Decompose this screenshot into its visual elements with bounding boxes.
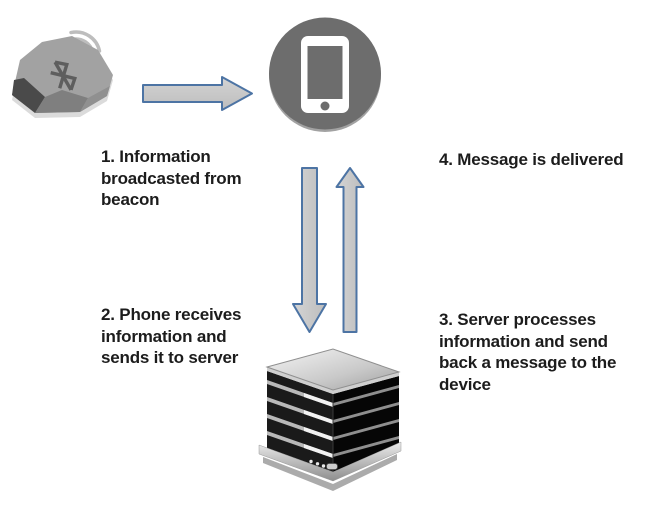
server-top-panel	[265, 348, 401, 391]
step4-label: 4. Message is delivered	[439, 150, 624, 169]
smartphone-icon	[269, 17, 381, 132]
step3-label: 3. Server processes information and send…	[439, 310, 617, 394]
arrow-up-server-to-phone	[335, 167, 365, 333]
arrow-down-phone-to-server	[292, 167, 327, 333]
server-base-upper	[258, 441, 402, 482]
server-leds	[309, 459, 338, 470]
bluetooth-beacon-icon	[12, 30, 113, 118]
server-drive-bays	[267, 380, 399, 458]
step2-label: 2. Phone receives information and sends …	[101, 305, 242, 367]
bluetooth-icon	[50, 60, 77, 91]
server-base-lower	[263, 454, 397, 491]
phone-home-button	[320, 101, 330, 111]
server-tower-icon	[258, 348, 402, 491]
arrow-right-beacon-to-phone	[142, 76, 253, 111]
step1-label: 1. Information broadcasted from beacon	[101, 147, 242, 209]
